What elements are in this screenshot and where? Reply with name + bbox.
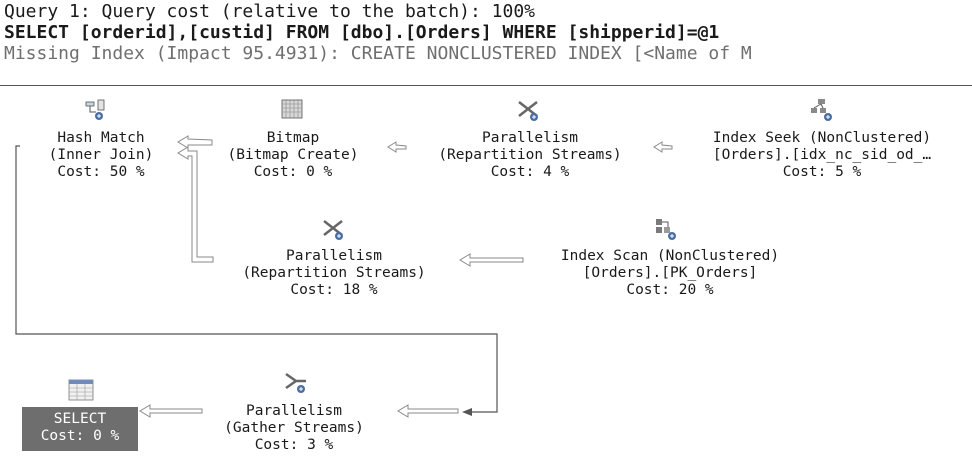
arrow-parallelism-to-bitmap bbox=[387, 141, 407, 153]
node-cost: Cost: 18 % bbox=[290, 282, 378, 298]
node-parallelism-repartition-mid[interactable]: Parallelism (Repartition Streams) Cost: … bbox=[214, 248, 454, 299]
node-cost: Cost: 5 % bbox=[782, 164, 862, 180]
node-cost: Cost: 3 % bbox=[254, 437, 334, 453]
select-icon bbox=[68, 379, 94, 401]
node-detail: (Gather Streams) bbox=[224, 420, 364, 436]
node-index-seek[interactable]: Index Seek (NonClustered) [Orders].[idx_… bbox=[672, 130, 972, 181]
missing-index-line[interactable]: Missing Index (Impact 95.4931): CREATE N… bbox=[4, 43, 752, 64]
node-name: Hash Match bbox=[57, 130, 145, 146]
arrow-parallelism-mid-to-hash bbox=[177, 146, 214, 263]
node-name: Index Seek (NonClustered) bbox=[712, 130, 932, 146]
node-cost: Cost: 50 % bbox=[57, 164, 145, 180]
line-hash-to-gather bbox=[15, 145, 498, 413]
arrowhead-gather bbox=[462, 408, 472, 416]
node-detail: [Orders].[idx_nc_sid_od_… bbox=[712, 147, 932, 163]
parallelism-icon bbox=[518, 101, 538, 121]
node-select[interactable]: SELECT Cost: 0 % bbox=[22, 407, 138, 451]
node-detail: (Repartition Streams) bbox=[438, 147, 622, 163]
arrow-seek-to-parallelism bbox=[653, 141, 673, 153]
index-seek-icon bbox=[811, 99, 832, 121]
node-name: Bitmap bbox=[266, 130, 320, 146]
node-index-scan[interactable]: Index Scan (NonClustered) [Orders].[PK_O… bbox=[520, 248, 820, 299]
node-cost: Cost: 4 % bbox=[490, 164, 570, 180]
node-name: Parallelism bbox=[285, 248, 383, 264]
node-name: Index Scan (NonClustered) bbox=[560, 248, 780, 264]
bitmap-icon bbox=[281, 99, 303, 119]
node-parallelism-gather[interactable]: Parallelism (Gather Streams) Cost: 3 % bbox=[196, 403, 392, 454]
node-bitmap[interactable]: Bitmap (Bitmap Create) Cost: 0 % bbox=[208, 130, 378, 181]
node-name: Parallelism bbox=[481, 130, 579, 146]
gather-streams-icon bbox=[285, 372, 306, 393]
node-cost: Cost: 0 % bbox=[253, 164, 333, 180]
node-parallelism-repartition-top[interactable]: Parallelism (Repartition Streams) Cost: … bbox=[410, 130, 650, 181]
query-cost-line: Query 1: Query cost (relative to the bat… bbox=[4, 1, 536, 22]
node-cost: Cost: 0 % bbox=[40, 428, 120, 444]
arrow-scan-to-parallelism bbox=[459, 253, 524, 267]
header-separator bbox=[0, 85, 972, 86]
node-detail: (Repartition Streams) bbox=[242, 265, 426, 281]
node-detail: (Bitmap Create) bbox=[227, 147, 359, 163]
arrow-gather-to-select bbox=[139, 404, 203, 418]
parallelism-icon bbox=[323, 220, 343, 240]
arrow-bitmap-to-hash bbox=[177, 135, 213, 149]
node-name: SELECT bbox=[53, 411, 107, 427]
node-detail: (Inner Join) bbox=[48, 147, 154, 163]
hash-match-icon bbox=[85, 99, 105, 120]
query-text-line: SELECT [orderid],[custid] FROM [dbo].[Or… bbox=[4, 22, 720, 43]
node-name: Parallelism bbox=[245, 403, 343, 419]
node-hash-match[interactable]: Hash Match (Inner Join) Cost: 50 % bbox=[30, 130, 172, 181]
arrow-hash-to-gather-head bbox=[397, 404, 459, 418]
node-cost: Cost: 20 % bbox=[626, 282, 714, 298]
node-detail: [Orders].[PK_Orders] bbox=[582, 265, 758, 281]
index-scan-icon bbox=[656, 219, 676, 240]
